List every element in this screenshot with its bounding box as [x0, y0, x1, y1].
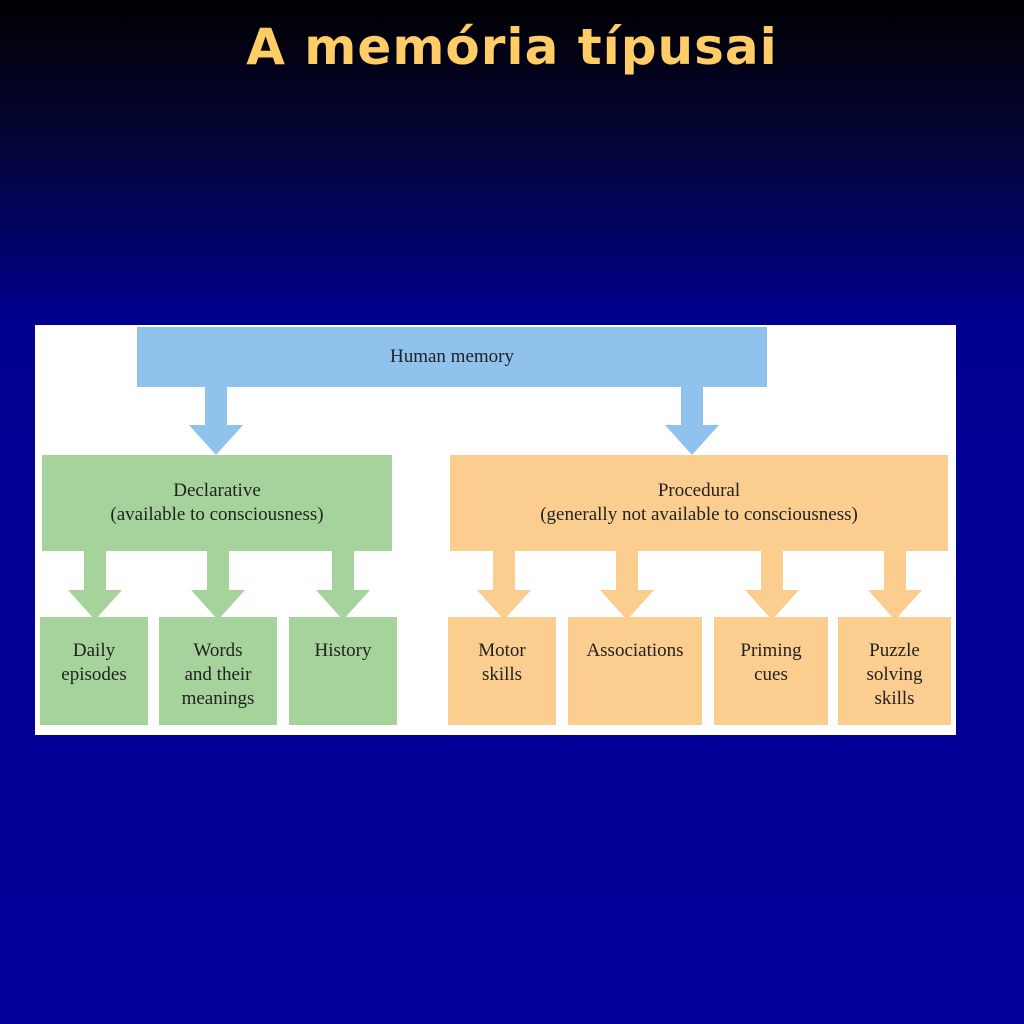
- arrow-procedural-to-motor-skills: [477, 547, 531, 620]
- arrow-root-to-procedural: [665, 382, 719, 455]
- procedural-node: Procedural (generally not available to c…: [450, 455, 948, 551]
- leaf-label: Puzzle: [869, 640, 920, 661]
- arrow-declarative-to-words: [191, 547, 245, 620]
- arrow-procedural-to-puzzle-solving: [868, 547, 922, 620]
- leaf-label: Words: [193, 640, 243, 661]
- leaf-daily-episodes: Daily episodes: [40, 617, 148, 725]
- leaf-label: solving: [866, 664, 923, 685]
- leaf-label: Daily: [72, 640, 116, 661]
- memory-diagram: Human memory Declarative (available to c…: [35, 325, 956, 735]
- leaf-associations: Associations: [568, 617, 702, 725]
- leaf-motor-skills: Motor skills: [448, 617, 556, 725]
- arrow-declarative-to-daily-episodes: [68, 547, 122, 620]
- arrow-procedural-to-priming-cues: [745, 547, 799, 620]
- leaf-label: History: [314, 640, 372, 661]
- leaf-label: Priming: [740, 640, 802, 661]
- leaf-label: skills: [481, 664, 523, 685]
- declarative-subtitle: (available to consciousness): [110, 504, 324, 525]
- leaf-label: meanings: [181, 688, 255, 709]
- arrow-declarative-to-history: [316, 547, 370, 620]
- leaf-puzzle-solving-skills: Puzzle solving skills: [838, 617, 951, 725]
- root-node-human-memory: Human memory: [137, 327, 767, 387]
- declarative-node: Declarative (available to consciousness): [42, 455, 392, 551]
- leaf-label: skills: [874, 688, 915, 709]
- procedural-title: Procedural: [657, 480, 741, 501]
- arrow-root-to-declarative: [189, 382, 243, 455]
- leaf-label: cues: [754, 664, 788, 685]
- leaf-words-and-meanings: Words and their meanings: [159, 617, 277, 725]
- leaf-history: History: [289, 617, 397, 725]
- declarative-title: Declarative: [173, 480, 261, 501]
- leaf-label: episodes: [61, 664, 127, 685]
- leaf-label: Associations: [586, 640, 684, 661]
- arrow-procedural-to-associations: [600, 547, 654, 620]
- root-label: Human memory: [389, 346, 514, 367]
- slide-title: A memória típusai: [246, 18, 778, 76]
- diagram-arrows: [68, 382, 922, 620]
- procedural-subtitle: (generally not available to consciousnes…: [540, 504, 858, 525]
- leaf-priming-cues: Priming cues: [714, 617, 828, 725]
- leaf-label: Motor: [478, 640, 526, 661]
- leaf-label: and their: [184, 664, 252, 685]
